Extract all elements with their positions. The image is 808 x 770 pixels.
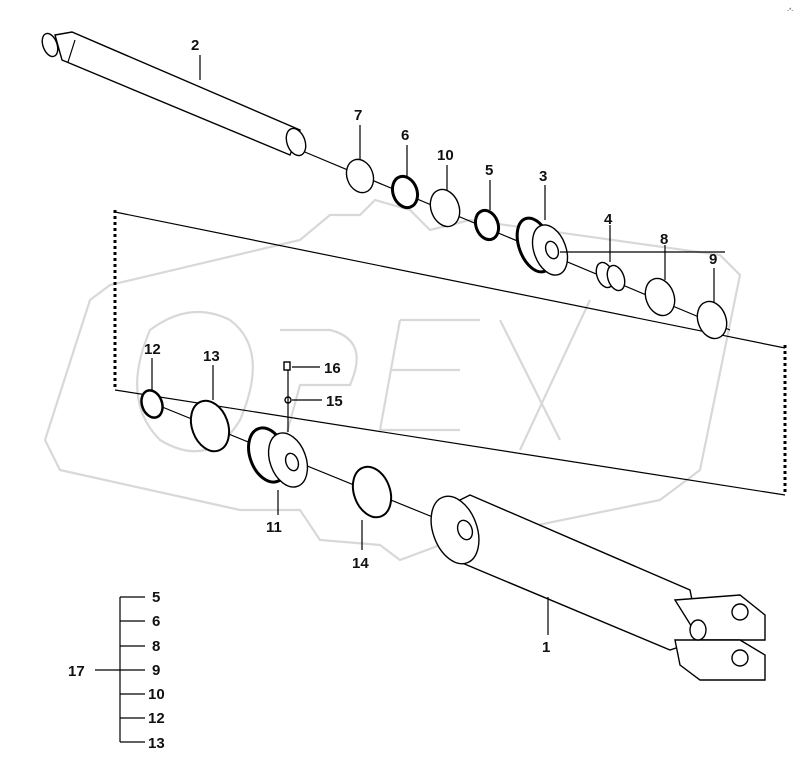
callout-9: 9	[709, 251, 717, 268]
callout-7: 7	[354, 107, 362, 124]
callout-4: 4	[604, 211, 613, 228]
ball-15	[284, 370, 322, 432]
ring-13	[189, 399, 231, 453]
callout-6: 6	[401, 127, 409, 144]
kit-bracket	[95, 596, 145, 743]
kit-item-12: 12	[148, 710, 165, 727]
kit-label-17: 17	[68, 663, 85, 680]
cylinder-barrel-1	[430, 494, 766, 681]
kit-item-5: 5	[152, 589, 160, 606]
callout-2: 2	[191, 37, 199, 54]
piston-rod	[41, 31, 307, 157]
kit-item-10: 10	[148, 686, 165, 703]
callout-10: 10	[437, 147, 454, 164]
kit-item-6: 6	[152, 613, 160, 630]
seal-6	[390, 174, 420, 210]
callout-8: 8	[660, 231, 668, 248]
assembly-bracket	[113, 210, 787, 496]
bushing-4	[595, 261, 626, 292]
callout-12: 12	[144, 341, 161, 358]
ring-10	[429, 188, 461, 228]
kit-item-8: 8	[152, 638, 160, 655]
ring-7	[345, 158, 375, 194]
callout-1: 1	[542, 639, 550, 656]
callout-13: 13	[203, 348, 220, 365]
guide-head-3	[515, 216, 569, 276]
watermark-logo	[43, 198, 742, 562]
callout-14: 14	[352, 555, 369, 572]
callout-3: 3	[539, 168, 547, 185]
kit-item-9: 9	[152, 662, 160, 679]
ring-9	[696, 300, 728, 340]
corner-note: -*-	[787, 8, 793, 14]
callout-16: 16	[324, 360, 341, 377]
seal-12	[140, 389, 164, 419]
seal-5	[473, 208, 501, 242]
kit-item-13: 13	[148, 735, 165, 752]
callout-15: 15	[326, 393, 343, 410]
callout-11: 11	[266, 519, 282, 536]
piston-11	[247, 426, 309, 488]
ring-8	[644, 277, 676, 317]
ring-14	[351, 465, 393, 519]
screw-16	[283, 361, 320, 371]
callout-5: 5	[485, 162, 493, 179]
